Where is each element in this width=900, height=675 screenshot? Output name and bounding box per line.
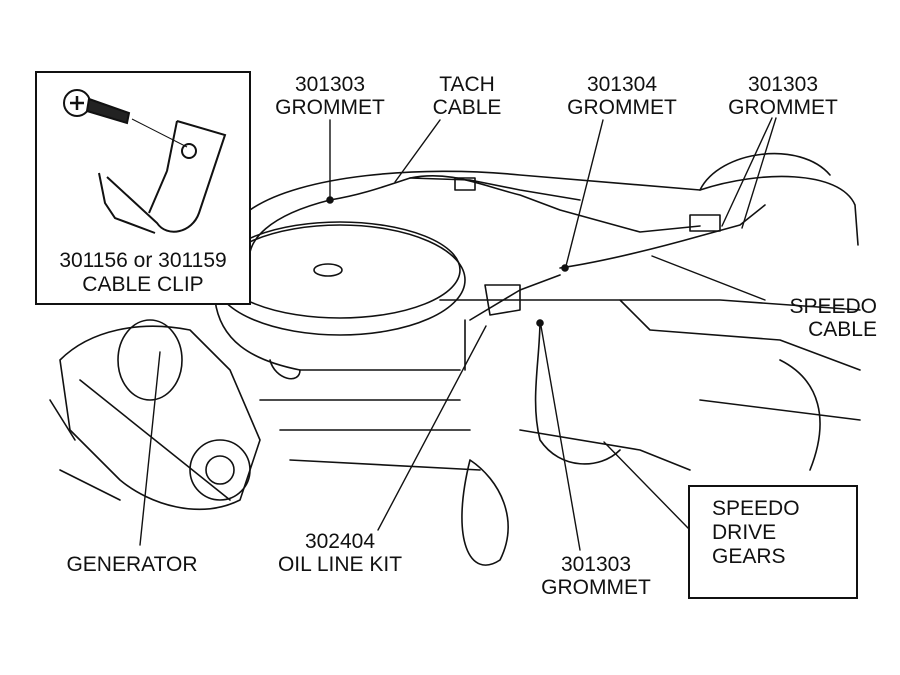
part-number: 301303 bbox=[294, 73, 366, 96]
leader-grommet-bottom bbox=[540, 325, 581, 551]
part-number: 301303 bbox=[747, 73, 819, 96]
leader-grommet-top-right-a bbox=[721, 117, 773, 227]
label-grommet-top-right: 301303 GROMMET bbox=[718, 73, 848, 119]
label-speedo-cable: SPEEDO CABLE bbox=[765, 295, 877, 341]
label-line: SPEEDO bbox=[789, 295, 877, 318]
leader-oil-line-kit bbox=[377, 325, 487, 531]
leader-grommet-top-right-b bbox=[741, 117, 777, 229]
inset-part-name: CABLE CLIP bbox=[82, 273, 204, 296]
cable-clip-icon bbox=[63, 89, 227, 234]
label-oil-line-kit: 302404 OIL LINE KIT bbox=[260, 530, 420, 576]
label-grommet-top-left: 301303 GROMMET bbox=[265, 73, 395, 119]
inset-part-numbers: 301156 or 301159 bbox=[59, 249, 227, 272]
label-line: GEARS bbox=[712, 545, 786, 568]
label-speedo-drive-gears: SPEEDO DRIVE GEARS bbox=[688, 485, 858, 599]
label-line: SPEEDO bbox=[712, 497, 800, 520]
leader-lines bbox=[139, 117, 777, 551]
part-name: GROMMET bbox=[728, 96, 838, 119]
leader-speedo-cable bbox=[651, 255, 766, 301]
part-name: OIL LINE KIT bbox=[277, 553, 403, 576]
leader-grommet-top-center bbox=[565, 119, 604, 267]
part-number: 301303 bbox=[560, 553, 632, 576]
cable-clip-inset: 301156 or 301159 CABLE CLIP bbox=[35, 71, 251, 305]
label-line: CABLE bbox=[432, 96, 502, 119]
leader-generator bbox=[139, 351, 161, 546]
label-generator: GENERATOR bbox=[66, 553, 198, 576]
part-number: 302404 bbox=[304, 530, 376, 553]
label-grommet-top-center: 301304 GROMMET bbox=[557, 73, 687, 119]
part-name: GROMMET bbox=[275, 96, 385, 119]
part-name: GROMMET bbox=[567, 96, 677, 119]
engine-drawing bbox=[49, 152, 861, 566]
part-name: GROMMET bbox=[541, 576, 651, 599]
label-line: DRIVE bbox=[712, 521, 777, 544]
label-tach-cable: TACH CABLE bbox=[417, 73, 517, 119]
part-number: 301304 bbox=[586, 73, 658, 96]
label-line: CABLE bbox=[808, 318, 877, 341]
label-line: TACH bbox=[439, 73, 495, 96]
leader-tach-cable bbox=[394, 119, 441, 183]
label-grommet-bottom: 301303 GROMMET bbox=[531, 553, 661, 599]
leader-speedo-drive-gears bbox=[603, 441, 689, 529]
